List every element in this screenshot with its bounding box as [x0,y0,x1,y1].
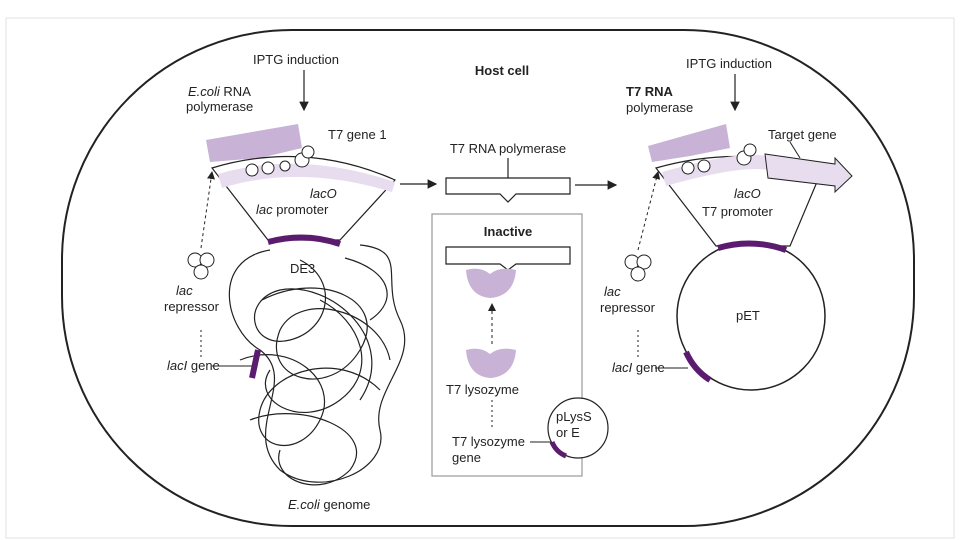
plyss-plasmid [547,397,609,459]
ecoli-genome [228,244,406,486]
left-rna-pol-label-line2: polymerase [186,99,253,114]
outer-frame [5,17,955,539]
right-iptg-label: IPTG induction [686,56,772,71]
pet-insert-segment [717,240,787,253]
right-repressor-icon [624,254,652,282]
lysozyme-gene-label-line2: gene [452,450,481,465]
left-bump-2 [261,161,275,175]
lysozyme-bound-shape [466,268,516,298]
right-repressor-arrow [637,171,661,251]
right-pet-system: IPTG induction T7 RNA polymerase Target … [600,56,853,391]
right-laci-label: lacI gene [612,360,665,375]
left-iptg-label: IPTG induction [253,52,339,67]
left-repressor-label: lac [176,283,193,298]
de3-label: DE3 [290,261,315,276]
right-t7-pol-label-line2: polymerase [626,100,693,115]
lysozyme-free-shape [466,348,516,378]
right-repressor-label-line2: repressor [600,300,656,315]
t7-polymerase-active-shape [445,177,571,203]
plyss-label-line2: or E [556,425,580,440]
ecoli-genome-label: E.coli genome [288,497,370,512]
left-rna-polymerase-shape [206,124,302,162]
t7-polymerase-inactive-shape [445,246,571,271]
target-gene-arrow [764,153,853,194]
left-t7-gene1-label: T7 gene 1 [328,127,387,142]
left-laci-gene-segment [249,349,261,379]
inactive-label: Inactive [484,224,532,239]
left-promoter-label: lac promoter [256,202,329,217]
right-repressor-label: lac [604,284,621,299]
right-bump-2 [697,159,711,173]
right-repressor-bound-b [743,143,757,157]
lysozyme-label: T7 lysozyme [446,382,519,397]
center-t7-system: T7 RNA polymerase Inactive T7 lysozyme T… [431,141,618,477]
plyss-label-line1: pLysS [556,409,592,424]
right-laco-label: lacO [734,186,761,201]
de3-insert [267,234,341,247]
t7-pol-label: T7 RNA polymerase [450,141,566,156]
right-t7-pol-label: T7 RNA [626,84,674,99]
right-t7-polymerase-shape [648,124,730,162]
right-promoter-label: T7 promoter [702,204,773,219]
plyss-gene-segment [549,440,568,459]
left-bump-3 [279,160,291,172]
left-bump-1 [245,163,259,177]
target-gene-label: Target gene [768,127,837,142]
host-cell-outline [61,29,915,527]
lysozyme-gene-label: T7 lysozyme [452,434,525,449]
left-repressor-bound-b [301,145,315,159]
left-laci-label: lacI gene [167,358,220,373]
host-cell-label: Host cell [475,63,529,78]
left-rna-pol-label: E.coli RNA [188,84,251,99]
pet-label: pET [736,308,760,323]
left-repressor-arrow [200,171,215,249]
left-repressor-icon [187,252,215,280]
left-lac-system: IPTG induction E.coli RNA polymerase lac… [164,52,438,512]
left-laco-label: lacO [310,186,337,201]
right-laci-gene-segment [683,350,712,383]
target-gene-leader [789,141,801,159]
right-bump-1 [681,161,695,175]
left-repressor-label-line2: repressor [164,299,220,314]
